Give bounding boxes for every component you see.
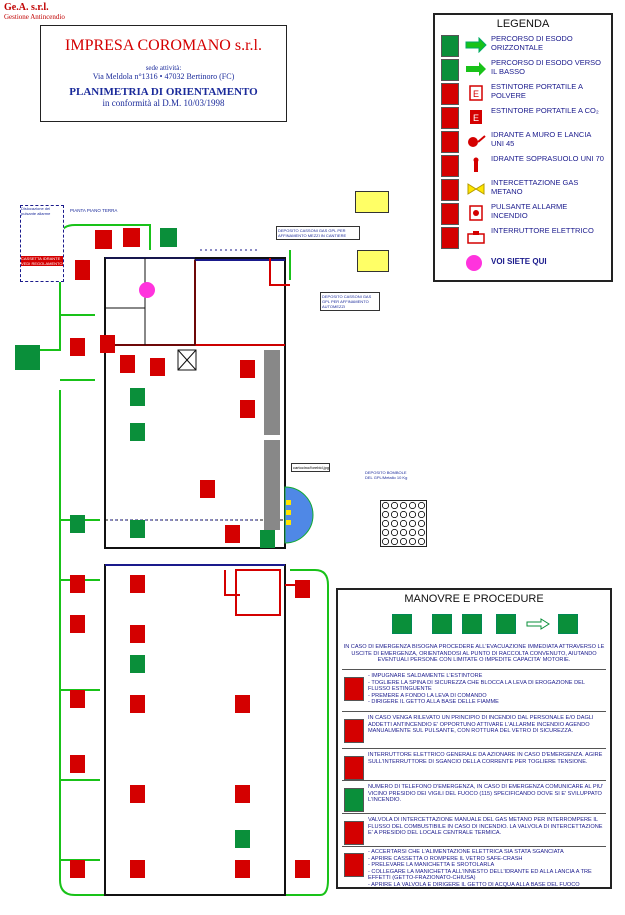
- horizontal-escape-route-icon: [465, 37, 487, 53]
- legend-item: PERCORSO DI ESODO ORIZZONTALE: [439, 34, 607, 57]
- site-label: sede attività:: [145, 64, 182, 72]
- hydrant-sign-icon: [441, 155, 459, 177]
- exit-sign-icon: [496, 614, 516, 634]
- you-are-here-marker: [139, 282, 155, 298]
- procedures-intro: IN CASO DI EMERGENZA BISOGNA PROCEDERE A…: [343, 644, 605, 664]
- hydrant-sign-icon: [441, 131, 459, 153]
- tank-area: [284, 486, 314, 544]
- depot-note-2: DEPOSITO CASSONI GAS GPL PER AFFINAMENTO…: [320, 292, 380, 311]
- procedure-item: NUMERO DI TELEFONO D'EMERGENZA, IN CASO …: [342, 784, 606, 812]
- floor-plan: PIANTA PIANO TERRA: [15, 208, 329, 896]
- plan-title: PLANIMETRIA DI ORIENTAMENTO: [69, 86, 258, 98]
- legend-panel: LEGENDA PERCORSO DI ESODO ORIZZONTALE PE…: [433, 13, 613, 282]
- gas-cylinder-rack: [380, 500, 427, 547]
- electric-switch-icon: [344, 756, 364, 780]
- exit-sign-icon: [432, 614, 452, 634]
- site-address: Via Meldola n°1316 • 47032 Bertinoro (FC…: [92, 72, 235, 81]
- tank-label: cartocino/forebid.jpg: [291, 463, 330, 472]
- legend-item: INTERRUTTORE ELETTRICO: [439, 226, 607, 249]
- storage-note: DEPOSITO BOMBOLE DEL GPL/Metallo 10 Kg: [365, 470, 408, 480]
- gas-storage-box: [357, 250, 389, 272]
- gas-valve-icon: [344, 821, 364, 845]
- procedure-sign-strip: [344, 614, 606, 636]
- depot-note-1: DEPOSITO CASSONI GAS GPL PER AFFINAMENTO…: [276, 226, 360, 240]
- exit-sign-icon: [441, 35, 459, 57]
- legend-item: IDRANTE SOPRASUOLO UNI 70: [439, 154, 607, 177]
- structural-column: [264, 350, 280, 435]
- procedures-title: MANOVRE E PROCEDURE: [404, 593, 544, 605]
- emergency-phone-icon: [344, 788, 364, 812]
- legend-item: PULSANTE ALLARME INCENDIO: [439, 202, 607, 225]
- downward-escape-route-icon: [466, 62, 486, 76]
- procedure-item: VALVOLA DI INTERCETTAZIONE MANUALE DEL G…: [342, 817, 606, 845]
- exit-sign-icon: [392, 614, 412, 634]
- co2-extinguisher-icon: E: [470, 110, 482, 124]
- pillar-hydrant-icon: [473, 157, 479, 172]
- legend-item: INTERCETTAZIONE GAS METANO: [439, 178, 607, 201]
- svg-text:E: E: [473, 113, 479, 123]
- electric-switch-icon: [467, 231, 485, 244]
- alarm-sign-icon: [441, 203, 459, 225]
- procedure-item: IN CASO VENGA RILEVATO UN PRINCIPIO DI I…: [342, 715, 606, 745]
- exit-sign-icon: [462, 614, 482, 634]
- client-name: IMPRESA COROMANO s.r.l.: [65, 37, 262, 54]
- legend-item: VOI SIETE QUI: [439, 253, 607, 275]
- safety-signs: [15, 228, 310, 878]
- legend-title: LEGENDA: [496, 18, 550, 30]
- extinguisher-sign-icon: [441, 107, 459, 129]
- legend-item: E ESTINTORE PORTATILE A POLVERE: [439, 82, 607, 105]
- floor-label: PIANTA PIANO TERRA: [70, 208, 117, 213]
- powder-extinguisher-icon: E: [469, 85, 483, 101]
- procedure-item: - ACCERTARSI CHE L'ALIMENTAZIONE ELETTRI…: [342, 849, 606, 888]
- conformity-note: in conformità al D.M. 10/03/1998: [102, 98, 225, 108]
- gas-sign-icon: [441, 179, 459, 201]
- assembly-point-icon: [558, 614, 578, 634]
- procedure-item: INTERRUTTORE ELETTRICO GENERALE DA AZION…: [342, 752, 606, 780]
- company-subtitle: Gestione Antincendio: [4, 13, 65, 21]
- gas-storage-box: [355, 191, 389, 213]
- legend-item: IDRANTE A MURO E LANCIA UNI 45: [439, 130, 607, 153]
- procedures-panel: MANOVRE E PROCEDURE IN CASO DI EMERGENZA…: [336, 588, 612, 889]
- stair-enclosure: [235, 569, 281, 616]
- notice-panel: Dislocazione del pulsante allarme CASSET…: [20, 205, 64, 282]
- you-are-here-icon: [466, 255, 482, 271]
- legend-item: E ESTINTORE PORTATILE A CO₂: [439, 106, 607, 129]
- building-walls: [104, 257, 286, 896]
- wall-hydrant-icon: [344, 853, 364, 877]
- legend-item: PERCORSO DI ESODO VERSO IL BASSO: [439, 58, 607, 81]
- alarm-button-icon: [344, 719, 364, 743]
- extinguisher-icon: [344, 677, 364, 701]
- company-name: Ge.A. s.r.l.: [4, 2, 49, 13]
- gas-valve-icon: [467, 183, 485, 195]
- extinguisher-sign-icon: [441, 83, 459, 105]
- exit-sign-icon: [441, 59, 459, 81]
- structural-column: [264, 440, 280, 530]
- company-logo: Ge.A. s.r.l. Gestione Antincendio: [4, 2, 65, 21]
- fence: [110, 249, 260, 521]
- wall-hydrant-icon: [468, 135, 486, 147]
- arrow-right-icon: [526, 618, 550, 630]
- alarm-button-icon: [469, 205, 483, 221]
- title-block: IMPRESA COROMANO s.r.l. sede attività: V…: [40, 25, 287, 122]
- svg-text:E: E: [473, 89, 479, 99]
- procedure-item: - IMPUGNARE SALDAMENTE L'ESTINTORE - TOG…: [342, 673, 606, 709]
- switch-sign-icon: [441, 227, 459, 249]
